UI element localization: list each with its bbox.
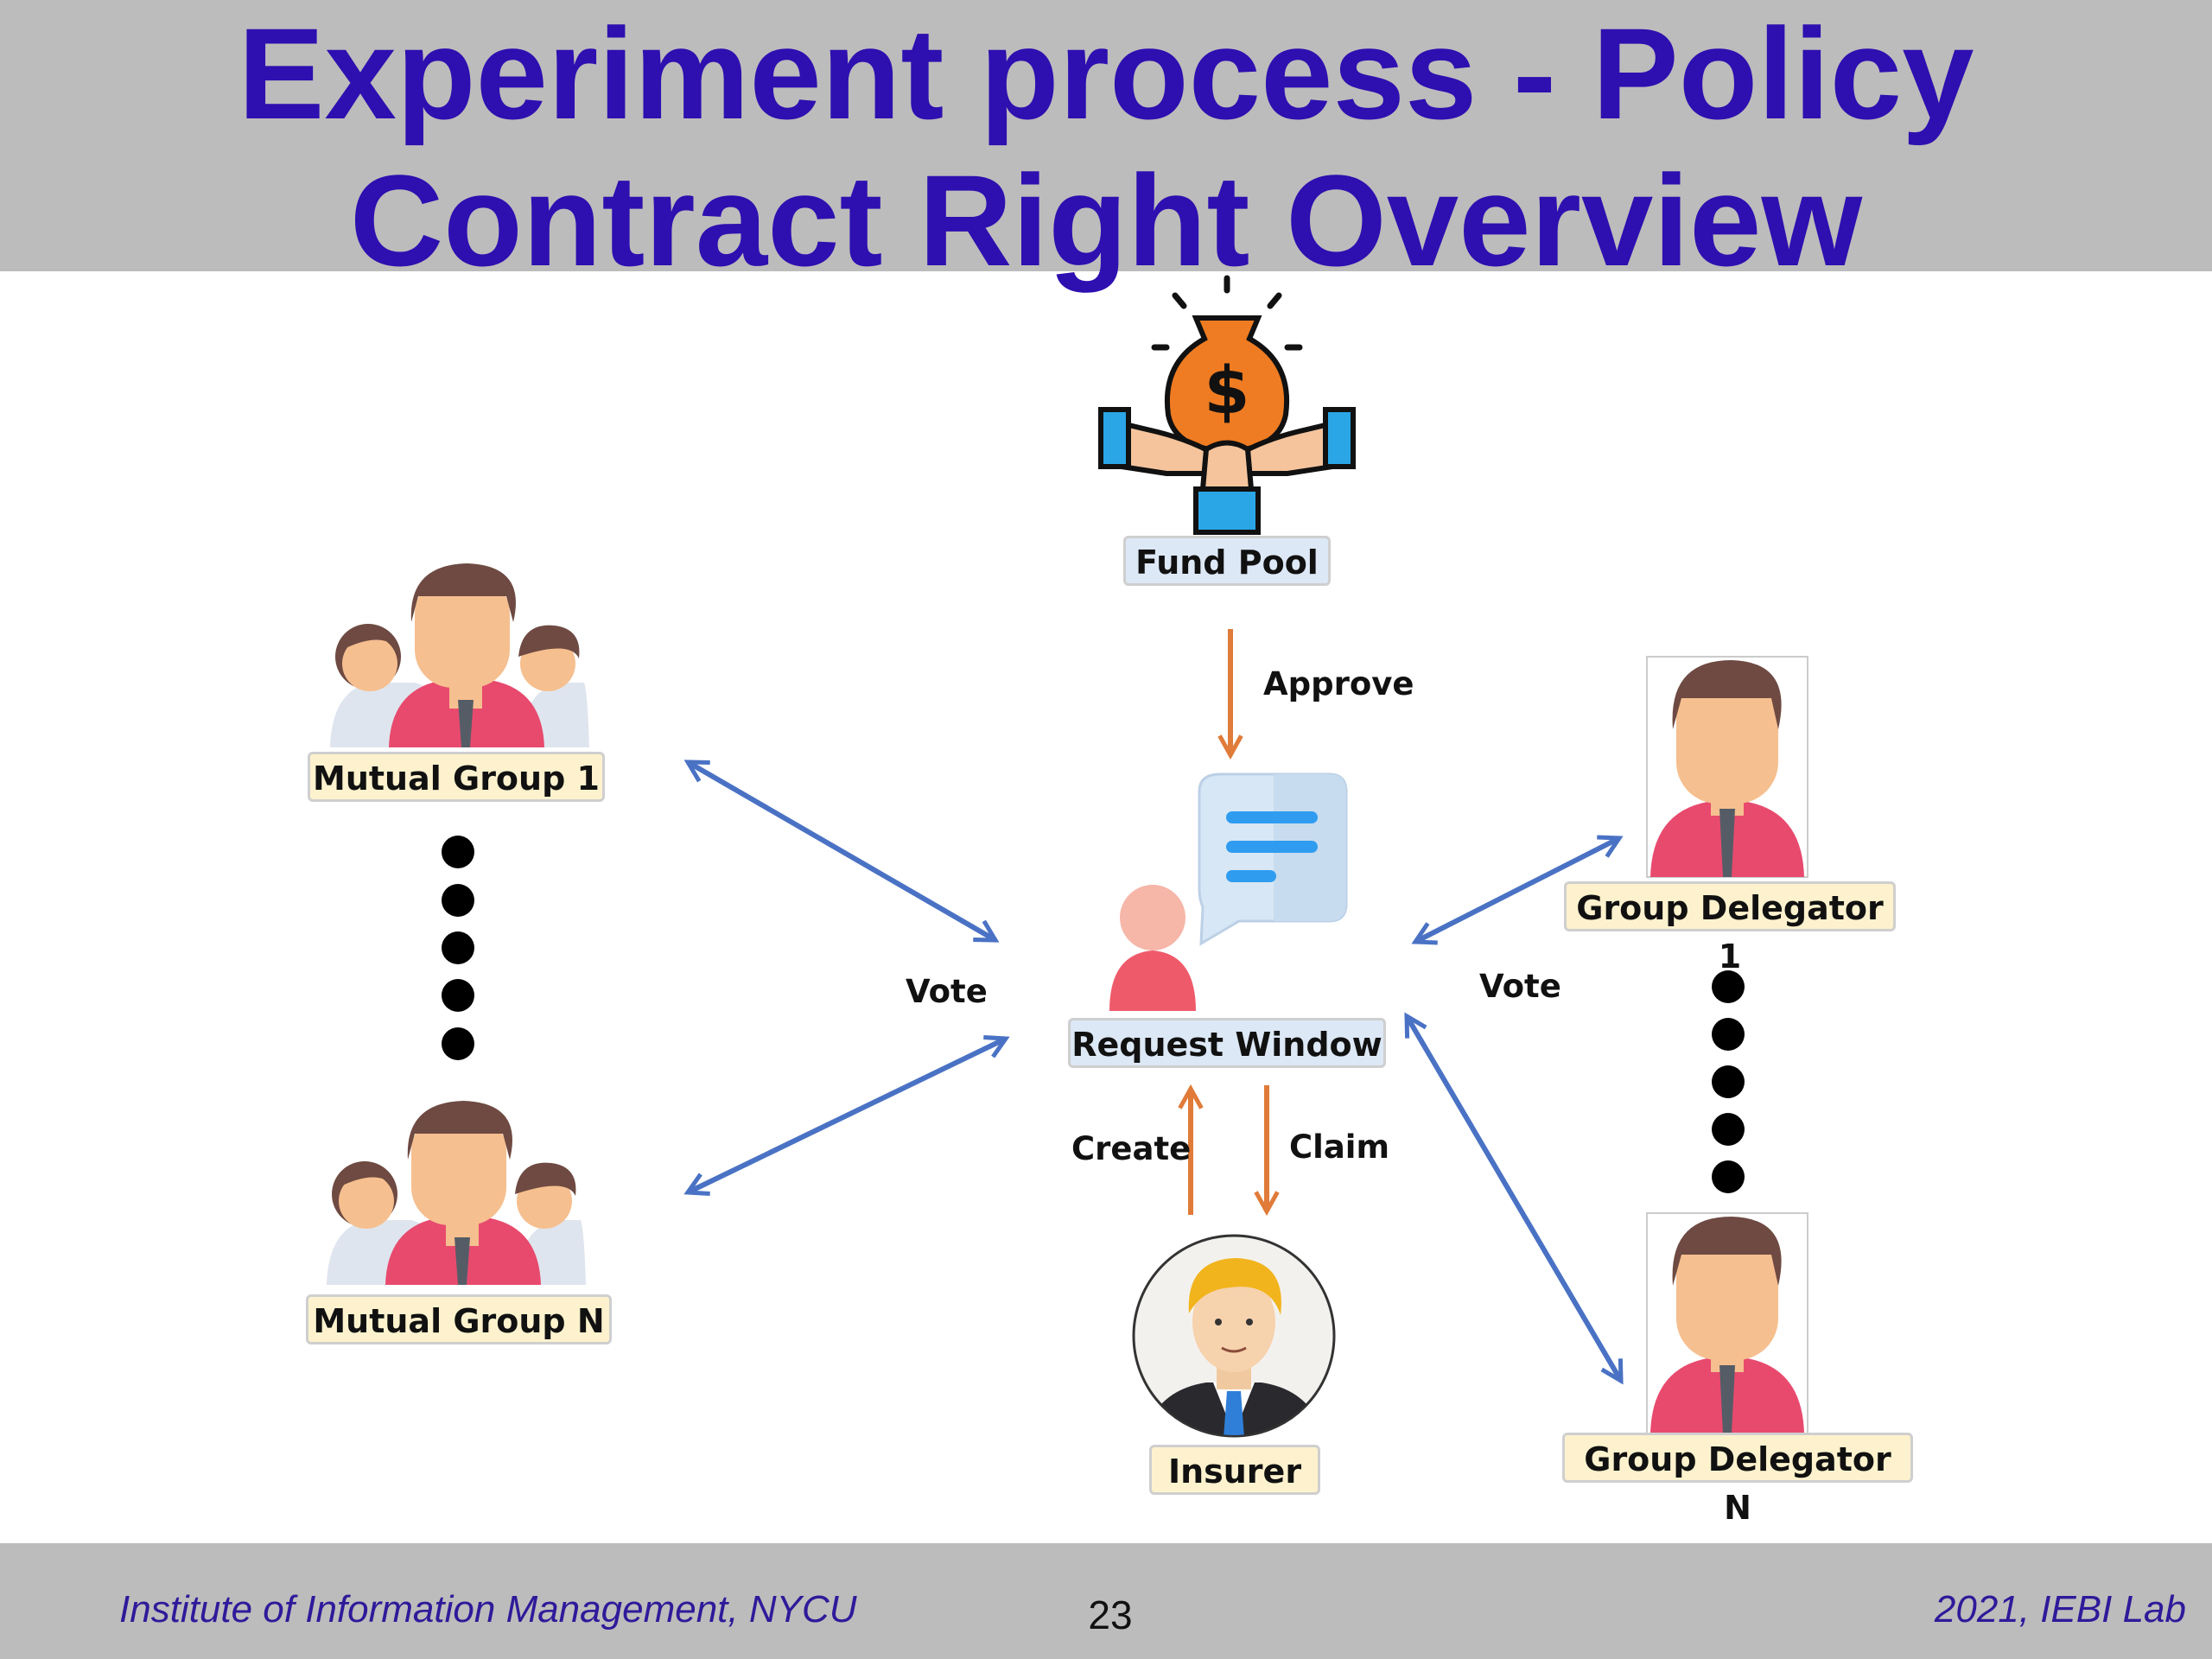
approve-edge-label: Approve xyxy=(1263,665,1414,702)
money-bag-hands-icon: $ xyxy=(1101,278,1353,532)
insurer-label: Insurer xyxy=(1149,1445,1320,1495)
family-group-icon xyxy=(330,563,589,747)
footer-lab: 2021, IEBI Lab xyxy=(1935,1588,2186,1631)
claim-edge-label: Claim xyxy=(1289,1128,1389,1166)
group-delegator-1-label: Group Delegator 1 xyxy=(1564,881,1896,931)
create-edge-label: Create xyxy=(1071,1130,1191,1167)
svg-text:$: $ xyxy=(1205,352,1250,429)
footer-institute: Institute of Information Management, NYC… xyxy=(119,1588,857,1631)
mutual-group-1-label: Mutual Group 1 xyxy=(308,752,605,802)
page-number: 23 xyxy=(1071,1592,1149,1638)
person-portrait-icon xyxy=(1647,657,1808,877)
vote-edge-label-right: Vote xyxy=(1479,968,1561,1005)
insurer-avatar-icon xyxy=(1134,1236,1334,1452)
ellipsis-dots-left xyxy=(442,836,474,1060)
fund-pool-label: Fund Pool xyxy=(1123,536,1331,586)
person-portrait-icon xyxy=(1647,1213,1808,1433)
ellipsis-dots-right xyxy=(1712,970,1745,1193)
mutual-group-n-label: Mutual Group N xyxy=(306,1294,612,1344)
chat-request-icon xyxy=(1109,774,1346,1011)
group-delegator-n-label: Group Delegator N xyxy=(1562,1433,1913,1483)
request-window-label: Request Window xyxy=(1068,1018,1386,1068)
family-group-icon xyxy=(327,1101,586,1285)
vote-edge-label-left: Vote xyxy=(906,973,988,1010)
